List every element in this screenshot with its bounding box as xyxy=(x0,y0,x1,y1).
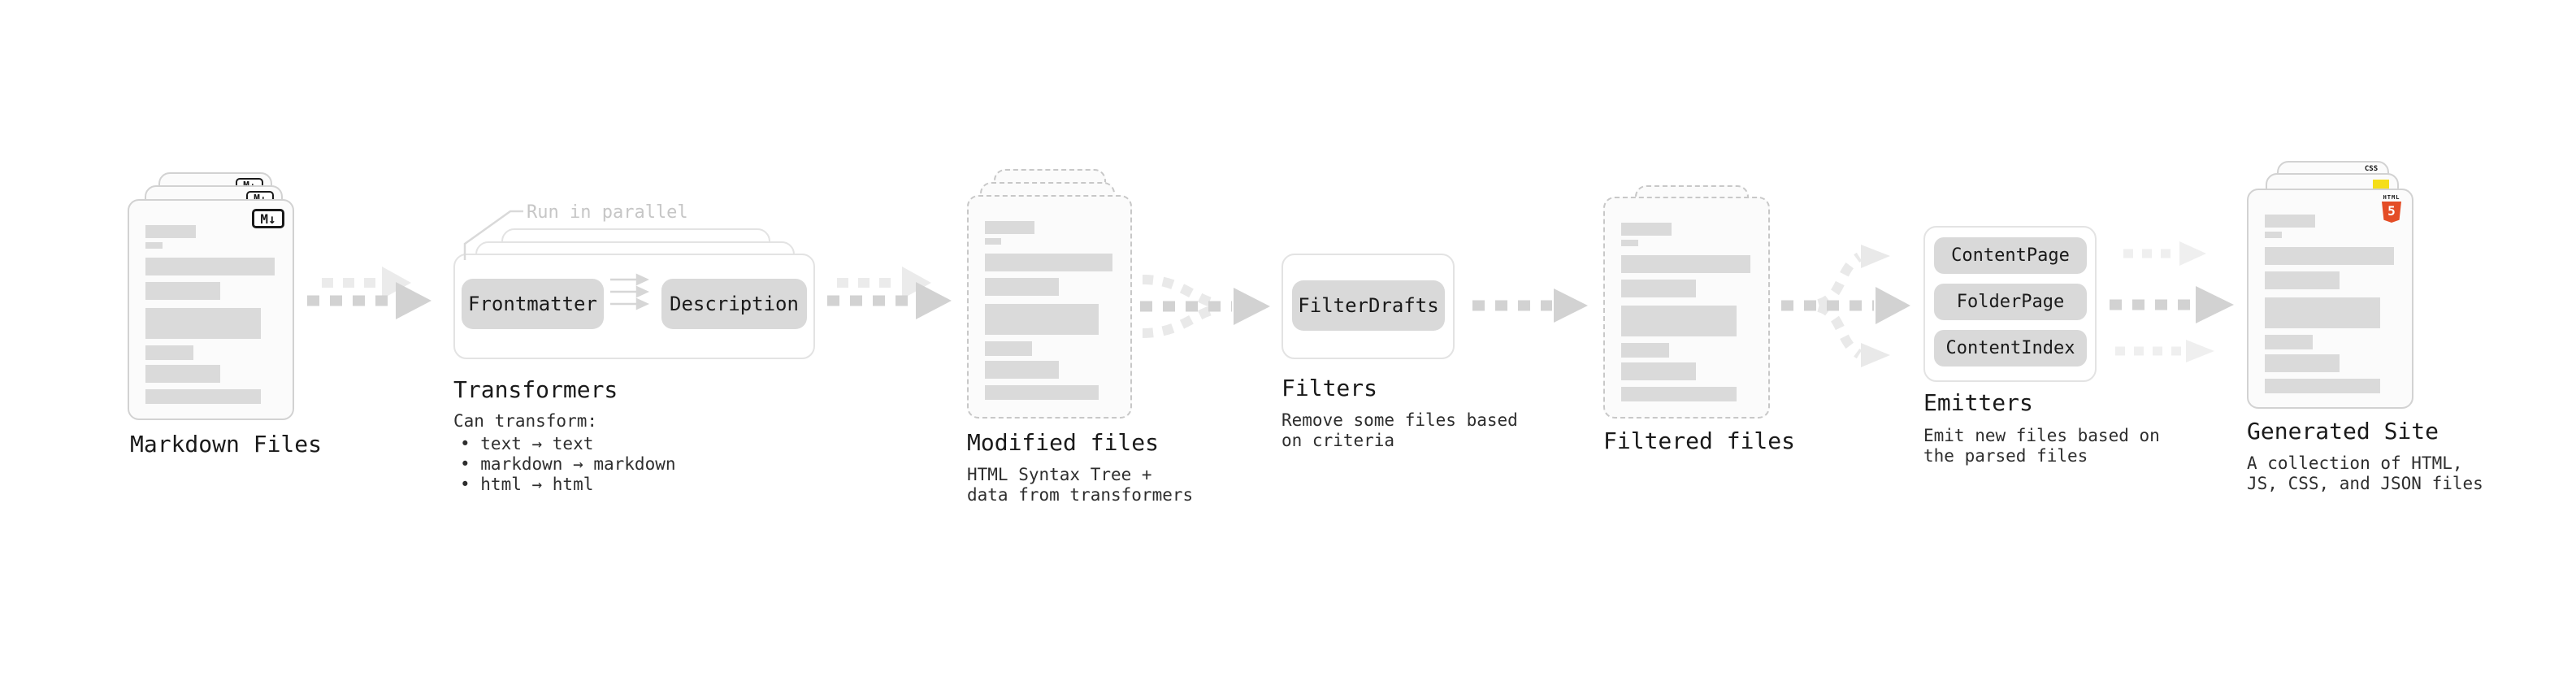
modified-files-caption: HTML Syntax Tree + data from transformer… xyxy=(967,465,1194,505)
bullet-item: • markdown → markdown xyxy=(460,454,676,474)
bullet-item: • text → text xyxy=(460,434,594,453)
stage-label-markdown-files: Markdown Files xyxy=(130,431,323,458)
html-file-card: HTML 5 xyxy=(2247,189,2413,409)
merge-arrow-icon xyxy=(1140,275,1270,338)
html5-icon: HTML 5 xyxy=(2381,194,2402,223)
document-content-placeholder xyxy=(145,225,275,404)
markdown-file-card: M↓ xyxy=(128,199,294,420)
stage-label-emitters: Emitters xyxy=(1923,389,2033,416)
flow-arrow-icon xyxy=(1472,288,1588,323)
emitter-node-contentindex: ContentIndex xyxy=(1934,330,2087,367)
filtered-file-card xyxy=(1603,197,1770,419)
transform-step-arrows-icon xyxy=(610,273,650,310)
run-in-parallel-annotation: Run in parallel xyxy=(527,202,688,223)
stage-label-generated-site: Generated Site xyxy=(2247,418,2439,445)
emitter-node-folderpage: FolderPage xyxy=(1934,284,2087,320)
emitter-node-contentpage: ContentPage xyxy=(1934,237,2087,274)
fork-arrow-icon xyxy=(1781,245,1910,367)
transformers-caption-title: Can transform: xyxy=(453,411,598,431)
stage-label-transformers: Transformers xyxy=(453,376,618,403)
stage-label-modified-files: Modified files xyxy=(967,429,1160,456)
markdown-icon: M↓ xyxy=(252,209,284,228)
modified-file-card xyxy=(967,195,1132,419)
transformers-bullet-list: • text → text • markdown → markdown • ht… xyxy=(460,434,676,495)
document-content-placeholder xyxy=(1621,223,1750,401)
filters-caption: Remove some files based on criteria xyxy=(1281,410,1518,450)
stage-label-filters: Filters xyxy=(1281,375,1378,401)
emitters-caption: Emit new files based on the parsed files xyxy=(1923,426,2160,466)
annotation-callout-line xyxy=(463,210,523,260)
flow-arrow-icon xyxy=(307,267,432,319)
transformer-node-frontmatter: Frontmatter xyxy=(462,279,604,329)
filter-node-filterdrafts: FilterDrafts xyxy=(1292,280,1445,331)
bullet-item: • html → html xyxy=(460,475,594,494)
document-content-placeholder xyxy=(985,221,1112,400)
flow-arrow-icon xyxy=(827,267,952,319)
generated-site-caption: A collection of HTML, JS, CSS, and JSON … xyxy=(2247,453,2483,493)
stage-label-filtered-files: Filtered files xyxy=(1603,427,1796,454)
document-content-placeholder xyxy=(2265,215,2394,393)
triple-flow-arrow-icon xyxy=(2110,241,2234,362)
transformer-node-description: Description xyxy=(661,279,807,329)
